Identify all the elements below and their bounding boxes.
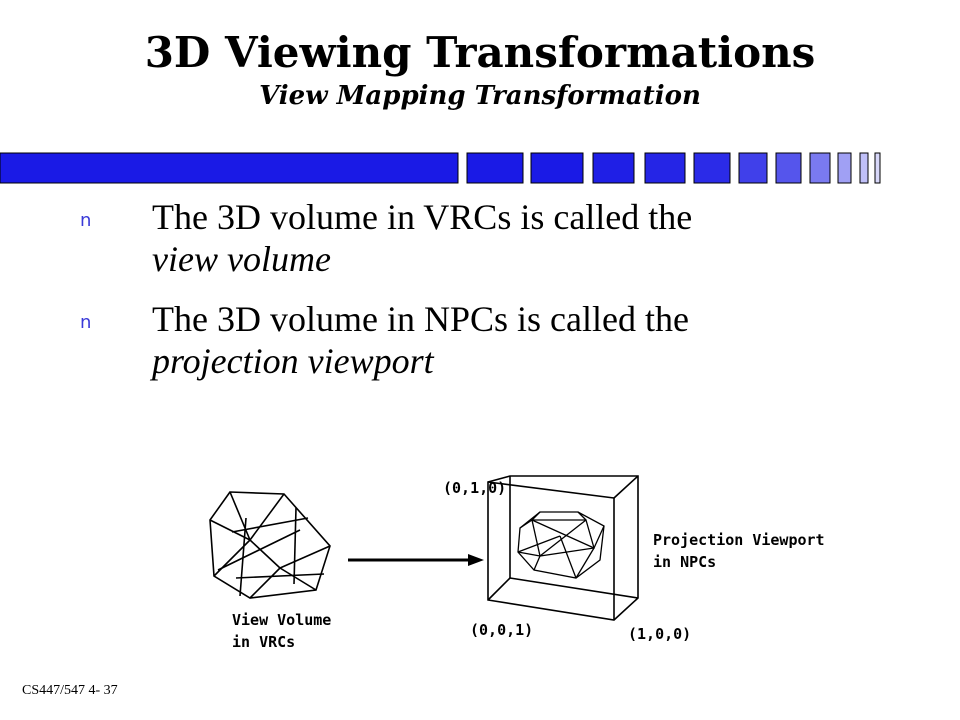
mapped-volume-shape (517, 511, 605, 579)
stripe-bar (530, 152, 584, 184)
bullet-marker: n (80, 210, 92, 231)
stripe-bar (466, 152, 524, 184)
stripe-bar-main (0, 152, 459, 184)
stripe-bar (644, 152, 686, 184)
bullet-marker: n (80, 312, 92, 333)
view-volume-label-line1: View Volume (232, 611, 332, 629)
stripe-bar (809, 152, 831, 184)
slide-title: 3D Viewing Transformations (144, 28, 816, 77)
bullet-text: The 3D volume in NPCs is called the (152, 299, 689, 339)
projection-viewport-label-line1: Projection Viewport (653, 531, 825, 549)
stripe-bar (738, 152, 768, 184)
stripe-bar (859, 152, 869, 184)
mapping-arrow-head (468, 554, 484, 566)
stripe-bar (592, 152, 635, 184)
bullet-item: n The 3D volume in NPCs is called the pr… (80, 298, 900, 382)
slide-footer: CS447/547 4- 37 (22, 683, 118, 698)
projection-viewport-cube (487, 475, 639, 621)
title-stripe (0, 152, 881, 184)
bullet-list: n The 3D volume in VRCs is called the vi… (80, 196, 900, 400)
bullet-item: n The 3D volume in VRCs is called the vi… (80, 196, 900, 280)
bullet-emphasis: projection viewport (152, 341, 434, 381)
view-volume-label-line2: in VRCs (232, 633, 296, 651)
coord-front-label: (0,0,1) (470, 621, 534, 639)
projection-viewport-label-line2: in NPCs (653, 553, 717, 571)
bullet-text: The 3D volume in VRCs is called the (152, 197, 693, 237)
stripe-bar (693, 152, 731, 184)
bullet-emphasis: view volume (152, 239, 331, 279)
coord-top-label: (0,1,0) (443, 479, 507, 497)
view-volume-shape (209, 491, 331, 599)
coord-right-label: (1,0,0) (628, 625, 692, 643)
slide-subtitle: View Mapping Transformation (259, 81, 701, 111)
stripe-bar (837, 152, 852, 184)
diagram-drawing (209, 475, 639, 621)
stripe-bar (775, 152, 802, 184)
view-mapping-diagram: View Volume in VRCs (0,1,0) (0,0,1) (1,0… (0, 450, 960, 680)
stripe-bar (874, 152, 881, 184)
